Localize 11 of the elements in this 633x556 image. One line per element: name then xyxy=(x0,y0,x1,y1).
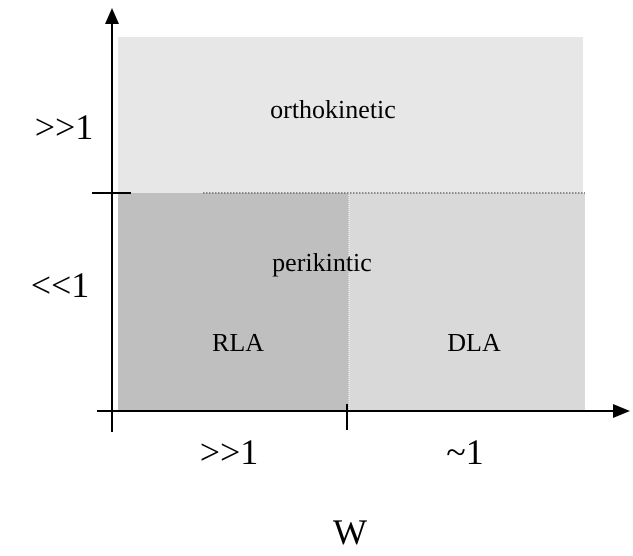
axis-tick-label: >>1 xyxy=(200,434,258,470)
axis-tick-label: ~1 xyxy=(446,434,484,470)
region-label: orthokinetic xyxy=(270,97,396,123)
region-box xyxy=(118,37,583,193)
axis-tick-label: >>1 xyxy=(34,109,94,145)
axis-title: W xyxy=(333,514,367,550)
region-label: DLA xyxy=(447,330,501,356)
region-label: perikintic xyxy=(272,250,372,276)
axis-tick-label: <<1 xyxy=(30,267,90,303)
region-band xyxy=(118,193,585,410)
region-label: RLA xyxy=(212,330,264,356)
